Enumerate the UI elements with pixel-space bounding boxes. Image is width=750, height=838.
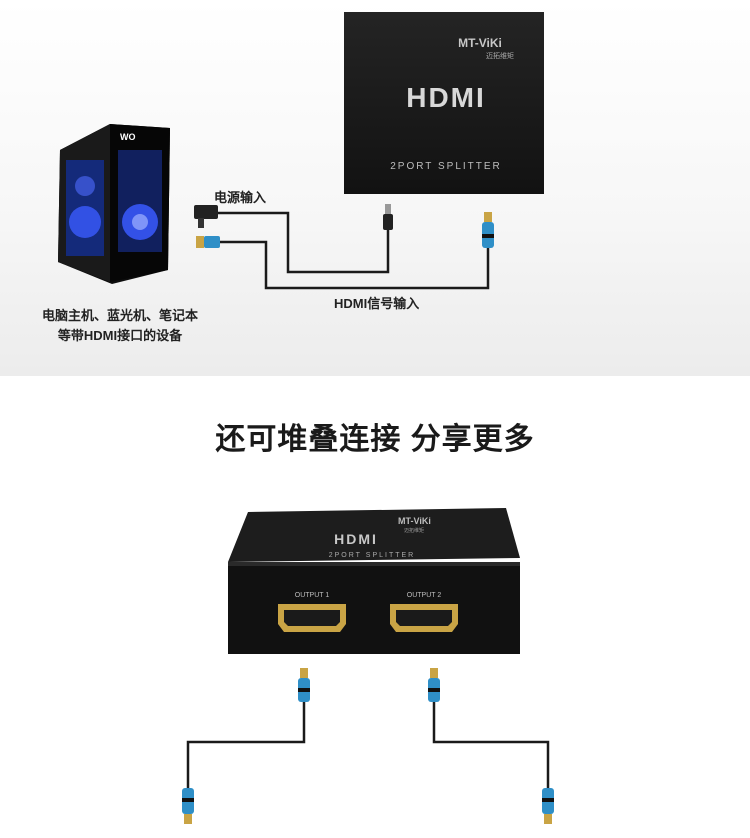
output1-cable [186, 700, 306, 788]
bottom-diagram: MT-ViKi 迈拓维矩 HDMI 2PORT SPLITTER OUTPUT … [182, 508, 554, 824]
hdmi-logo: HDMI [334, 531, 378, 547]
dc-plug-icon [383, 204, 393, 230]
top-diagram: WO MT-ViKi 迈拓维矩 HDMI 2PORT SPLITTER [58, 12, 544, 290]
pc-tower-icon: WO [58, 124, 170, 284]
pc-brand: WO [120, 132, 136, 142]
device-brand-cn: 迈拓维矩 [486, 51, 514, 60]
pc-caption: 电脑主机、蓝光机、笔记本 等带HDMI接口的设备 [20, 306, 220, 346]
hdmi-connector-icon [482, 212, 494, 248]
hdmi-cable [218, 240, 490, 290]
splitter-device-icon: MT-ViKi 迈拓维矩 HDMI 2PORT SPLITTER [344, 12, 544, 194]
splitter-device-icon: MT-ViKi 迈拓维矩 HDMI 2PORT SPLITTER OUTPUT … [228, 508, 520, 654]
output1-label: OUTPUT 1 [295, 592, 330, 599]
hdmi-logo: HDMI [406, 82, 486, 113]
output2-cable [432, 700, 550, 788]
hdmi-signal-input-label: HDMI信号输入 [334, 296, 420, 311]
hdmi-connector-icon [542, 788, 554, 824]
device-product: 2PORT SPLITTER [390, 161, 502, 172]
hdmi-connector-icon [182, 788, 194, 824]
pc-caption-line2: 等带HDMI接口的设备 [57, 328, 183, 343]
hdmi-connector-icon [428, 668, 440, 702]
section-title: 还可堆叠连接 分享更多 [215, 423, 535, 456]
hdmi-connector-icon [196, 236, 220, 248]
hdmi-port-output1 [278, 604, 346, 632]
power-cable [218, 211, 390, 274]
device-brand: MT-ViKi [458, 36, 502, 50]
hdmi-connector-icon [298, 668, 310, 702]
output2-label: OUTPUT 2 [407, 592, 442, 599]
pc-caption-line1: 电脑主机、蓝光机、笔记本 [41, 308, 198, 323]
hdmi-port-output2 [390, 604, 458, 632]
power-input-label: 电源输入 [214, 190, 267, 205]
dc-plug-icon [194, 205, 218, 228]
device-brand: MT-ViKi [398, 516, 431, 526]
device-product: 2PORT SPLITTER [329, 552, 415, 559]
device-brand-cn: 迈拓维矩 [404, 527, 424, 534]
